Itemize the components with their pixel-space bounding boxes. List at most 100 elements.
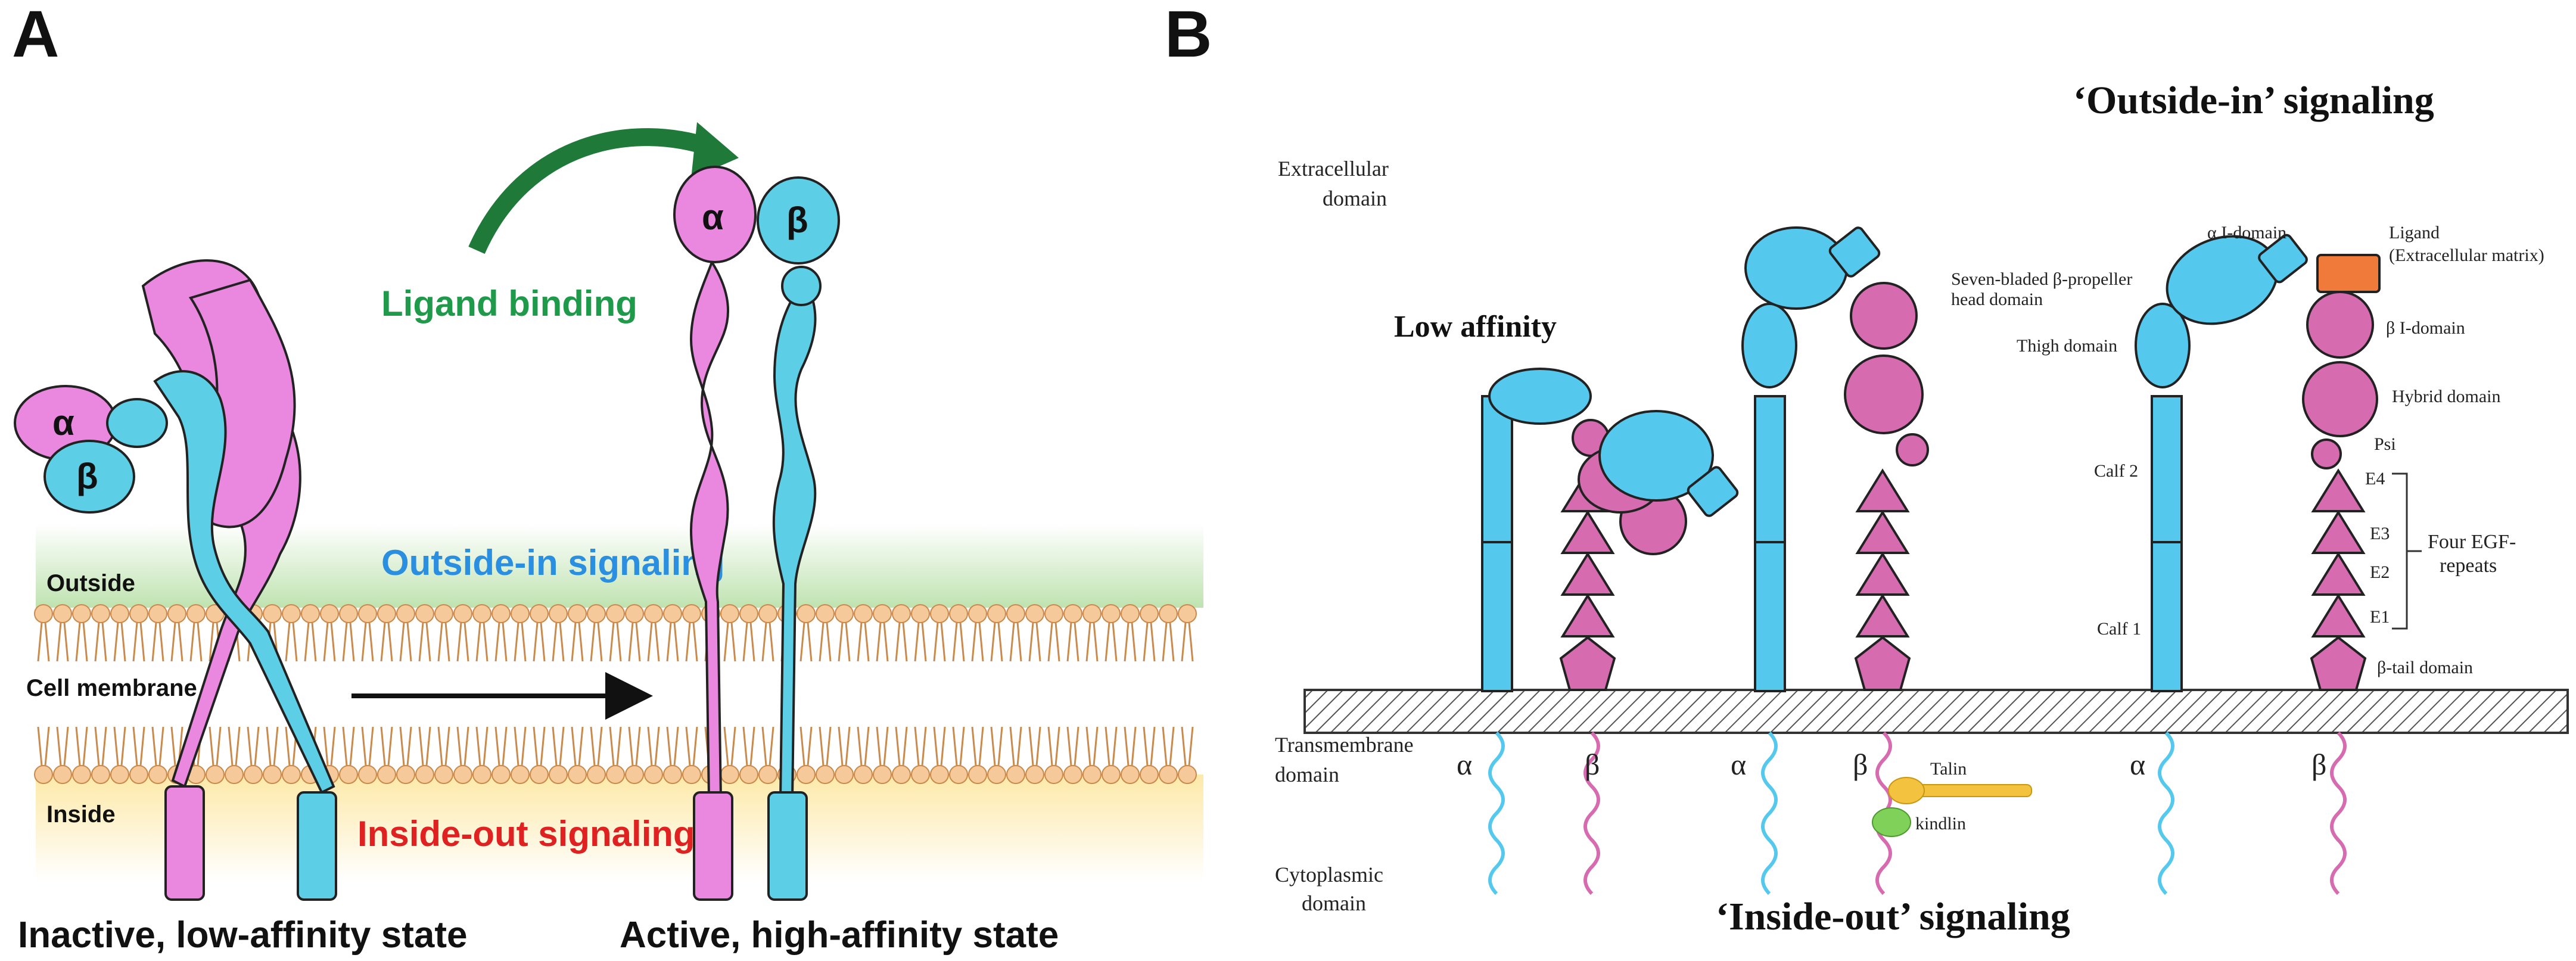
lipid-tail	[361, 726, 367, 766]
lipid-head	[1063, 765, 1082, 784]
kindlin-label: kindlin	[1915, 814, 1966, 834]
lipid-tail	[1105, 622, 1110, 662]
mid-propeller	[1744, 226, 1848, 310]
right-beta-tail-domain	[2310, 636, 2367, 691]
lipid-head	[472, 604, 491, 623]
mid-beta-psi	[1896, 433, 1929, 466]
lipid-tail	[616, 622, 622, 662]
cytoplasmic-tail	[1583, 731, 1600, 895]
lipid-tail	[692, 726, 698, 766]
lipid-tail	[1016, 726, 1022, 766]
lipid-tail	[1181, 622, 1187, 662]
lipid-tail	[502, 622, 508, 662]
cytoplasmic-tail	[2330, 731, 2347, 895]
egf-repeat	[1560, 593, 1615, 637]
lipid-head	[1044, 604, 1063, 623]
lipid-head	[644, 765, 663, 784]
lipid-tail	[514, 726, 519, 766]
lipid-head	[549, 604, 568, 623]
lipid-head	[34, 604, 53, 623]
lipid-head	[148, 604, 167, 623]
lipid-head	[568, 765, 587, 784]
lipid-tail	[635, 622, 641, 662]
inactive-state-caption: Inactive, low-affinity state	[18, 915, 468, 956]
lipid-head	[1082, 765, 1102, 784]
lipid-tail	[120, 726, 126, 766]
inactive-beta-neck	[106, 398, 168, 448]
active-alpha-symbol: α	[702, 197, 724, 237]
cytoplasmic-tails	[1488, 731, 2347, 895]
lipid-tail	[997, 622, 1003, 662]
lipid-tail	[1162, 726, 1168, 766]
e1-label: E1	[2370, 607, 2390, 627]
lipid-head	[606, 604, 625, 623]
lipid-tail	[1085, 726, 1091, 766]
lipid-tail	[151, 622, 157, 662]
lipid-head	[854, 765, 873, 784]
cell-membrane-label: Cell membrane	[26, 675, 197, 701]
lipid-tail	[1016, 622, 1022, 662]
hybrid-domain-label: Hybrid domain	[2392, 387, 2500, 406]
lipid-tail	[876, 726, 882, 766]
lipid-tail	[1066, 726, 1072, 766]
lipid-head	[244, 765, 263, 784]
lipid-head	[739, 604, 758, 623]
ligand-binding-label: Ligand binding	[381, 284, 637, 324]
lipid-tail	[349, 622, 355, 662]
lipid-tail	[1143, 622, 1149, 662]
active-state-caption: Active, high-affinity state	[620, 915, 1059, 956]
lipid-tail	[113, 726, 119, 766]
lipid-tail	[635, 726, 641, 766]
lipid-tail	[216, 726, 222, 766]
egf-repeat	[2311, 593, 2366, 637]
lipid-tail	[209, 726, 214, 766]
lipid-head	[72, 765, 91, 784]
lipid-head	[282, 765, 301, 784]
lipid-tail	[845, 726, 851, 766]
lipid-head	[682, 604, 701, 623]
right-alpha-marker: α	[2130, 748, 2145, 781]
panel-b: B ‘Outside-in’ signaling ‘Inside-out’ si…	[1165, 0, 2569, 938]
lipid-tail	[654, 726, 660, 766]
lipid-tail	[1169, 622, 1175, 662]
lipid-tail	[323, 622, 329, 662]
inactive-beta-tail	[297, 791, 337, 901]
lipid-head	[873, 604, 892, 623]
lipid-head	[53, 765, 72, 784]
lipid-tail	[75, 622, 81, 662]
kindlin-shape	[1872, 807, 1911, 837]
lipid-tail	[63, 622, 69, 662]
lipid-tail	[940, 726, 946, 766]
lipid-tail	[559, 726, 565, 766]
lipid-tail	[285, 622, 291, 662]
lipid-tail	[228, 726, 234, 766]
lipid-head	[1140, 604, 1159, 623]
lipid-tail	[178, 622, 183, 662]
lipid-tail	[463, 622, 469, 662]
lipid-tail	[673, 726, 679, 766]
lipid-tail	[1131, 726, 1137, 766]
talin-label: Talin	[1930, 759, 1967, 779]
e2-label: E2	[2370, 562, 2390, 582]
lipid-head	[491, 604, 511, 623]
cytoplasmic-tail	[2158, 731, 2174, 895]
lipid-head	[587, 765, 606, 784]
lipid-tail	[647, 726, 653, 766]
low-beta-marker: β	[1585, 748, 1600, 781]
lipid-tail	[952, 622, 958, 662]
lipid-head	[1006, 604, 1025, 623]
thigh-domain-label: Thigh domain	[2017, 336, 2117, 356]
lipid-tail	[120, 622, 126, 662]
right-beta-psi	[2311, 438, 2342, 469]
lipid-tail	[540, 622, 546, 662]
egf-repeat	[1560, 552, 1615, 596]
lipid-head	[987, 765, 1006, 784]
lipid-head	[892, 765, 911, 784]
lipid-tail	[864, 726, 870, 766]
lipid-tail	[685, 726, 691, 766]
calf2-label: Calf 2	[2094, 461, 2138, 481]
lipid-tail	[533, 726, 539, 766]
lipid-tail	[483, 622, 489, 662]
lipid-tail	[1112, 726, 1118, 766]
mid-beta-egf-stack	[1855, 468, 1910, 637]
